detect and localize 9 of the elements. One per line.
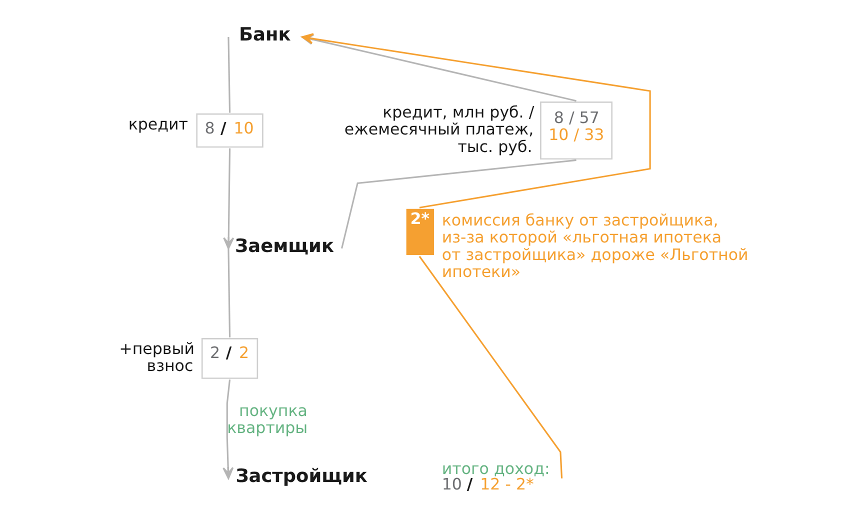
node-text: Застройщик bbox=[236, 466, 368, 487]
edge-label: покупка квартиры bbox=[227, 400, 308, 438]
node-label: кредит bbox=[128, 114, 188, 134]
node-text: итого доход: 10 / 12 - 2* bbox=[442, 458, 550, 494]
node-text: Заемщик bbox=[235, 236, 334, 258]
node-label: +первый взнос bbox=[119, 338, 194, 376]
node-text: Банк bbox=[238, 24, 291, 46]
node-label: кредит, млн руб. / ежемесячный платеж, тыс. руб. bbox=[344, 102, 534, 156]
node-label: комиссия банку от застройщика, из-за которой «льготная ипотека от застройщика» дороже «Льготной ипотеки» bbox=[442, 210, 748, 281]
